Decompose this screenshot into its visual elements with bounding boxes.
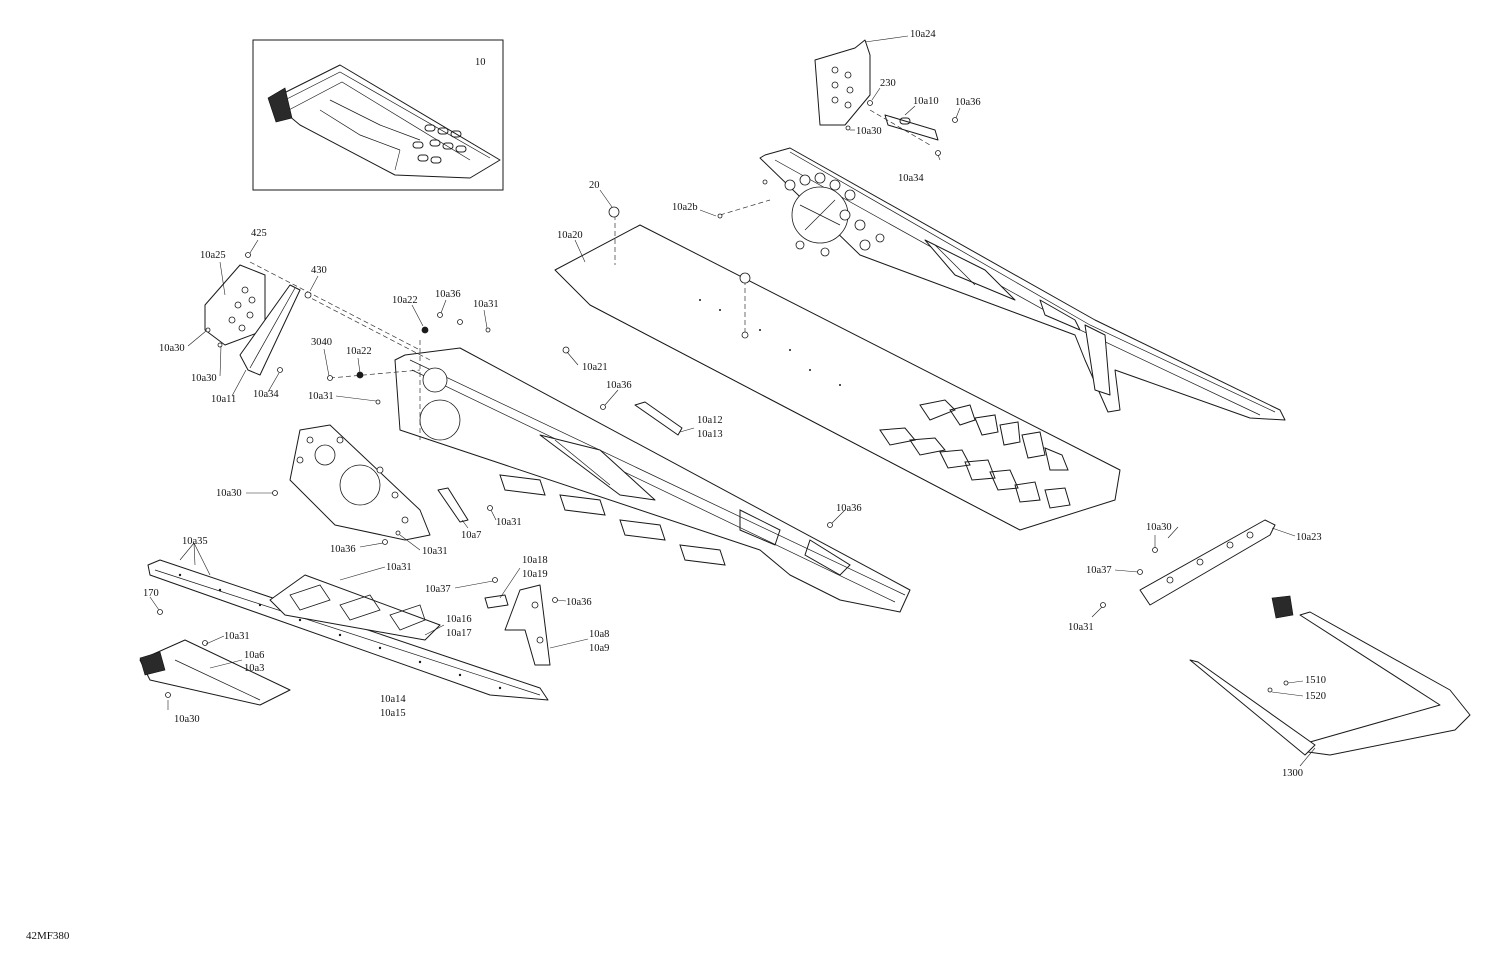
callout-10a31: 10a31	[1068, 622, 1094, 633]
inset-assembly	[252, 39, 504, 191]
callout-10a11: 10a11	[211, 394, 236, 405]
callout-10: 10	[475, 57, 486, 68]
callout-10a37: 10a37	[1086, 565, 1112, 576]
callout-10a30: 10a30	[856, 126, 882, 137]
callout-10a17: 10a17	[446, 628, 472, 639]
callout-10a36: 10a36	[566, 597, 592, 608]
callout-10a16: 10a16	[446, 614, 472, 625]
callout-10a9: 10a9	[589, 643, 609, 654]
callout-3040: 3040	[311, 337, 332, 348]
right-tunnel-rail	[759, 147, 1286, 421]
callout-10a14: 10a14	[380, 694, 406, 705]
leader-lines	[149, 35, 1316, 767]
callout-10a10: 10a10	[913, 96, 939, 107]
running-board-right	[1189, 595, 1471, 756]
callout-430: 430	[311, 265, 327, 276]
mount-bracket	[484, 584, 551, 666]
callout-10a2b: 10a2b	[672, 202, 698, 213]
callout-10a15: 10a15	[380, 708, 406, 719]
drive-plate-left	[289, 424, 431, 541]
callout-10a13: 10a13	[697, 429, 723, 440]
rear-cross-bracket	[1139, 519, 1276, 606]
callout-10a20: 10a20	[557, 230, 583, 241]
tunnel-top-panel	[554, 224, 1121, 531]
callout-10a22: 10a22	[346, 346, 372, 357]
callout-10a8: 10a8	[589, 629, 609, 640]
document-code: 42MF380	[26, 930, 70, 942]
callout-10a30: 10a30	[174, 714, 200, 725]
callout-425: 425	[251, 228, 267, 239]
callout-10a21: 10a21	[582, 362, 608, 373]
callout-10a30: 10a30	[159, 343, 185, 354]
callout-10a18: 10a18	[522, 555, 548, 566]
footrest-tray	[269, 574, 441, 641]
callout-230: 230	[880, 78, 896, 89]
callout-10a30: 10a30	[191, 373, 217, 384]
callout-10a22: 10a22	[392, 295, 418, 306]
callout-10a6: 10a6	[244, 650, 264, 661]
front-skid-left	[139, 639, 291, 706]
callout-10a36: 10a36	[606, 380, 632, 391]
callout-10a12: 10a12	[697, 415, 723, 426]
support-arm-left	[239, 284, 301, 376]
callout-10a24: 10a24	[910, 29, 936, 40]
fasteners	[157, 100, 1289, 698]
callout-20: 20	[589, 180, 600, 191]
callout-10a35: 10a35	[182, 536, 208, 547]
explosion-lines	[249, 109, 931, 440]
strut	[634, 401, 683, 436]
callout-10a30: 10a30	[216, 488, 242, 499]
callout-10a36: 10a36	[836, 503, 862, 514]
callout-10a36: 10a36	[435, 289, 461, 300]
callout-10a7: 10a7	[461, 530, 481, 541]
callout-10a31: 10a31	[224, 631, 250, 642]
callout-10a23: 10a23	[1296, 532, 1322, 543]
callout-10a37: 10a37	[425, 584, 451, 595]
callout-10a36: 10a36	[955, 97, 981, 108]
callout-10a30: 10a30	[1146, 522, 1172, 533]
callout-10a31: 10a31	[496, 517, 522, 528]
callout-10a3: 10a3	[244, 663, 264, 674]
front-bracket-right	[814, 39, 871, 126]
callout-10a36: 10a36	[330, 544, 356, 555]
callout-1520: 1520	[1305, 691, 1326, 702]
callout-10a34: 10a34	[898, 173, 924, 184]
callout-10a19: 10a19	[522, 569, 548, 580]
callout-1300: 1300	[1282, 768, 1303, 779]
callout-10a25: 10a25	[200, 250, 226, 261]
callout-10a34: 10a34	[253, 389, 279, 400]
running-board-left	[147, 559, 549, 701]
callout-170: 170	[143, 588, 159, 599]
link-plate	[884, 114, 939, 141]
callout-labels: 10 10a24 230 10a10 10a36 10a30 10a34 20 …	[143, 29, 1326, 779]
callout-10a31: 10a31	[473, 299, 499, 310]
callout-10a31: 10a31	[422, 546, 448, 557]
gusset-plate	[437, 487, 469, 523]
callout-1510: 1510	[1305, 675, 1326, 686]
callout-10a31: 10a31	[308, 391, 334, 402]
front-bracket-left	[204, 264, 266, 346]
callout-10a31: 10a31	[386, 562, 412, 573]
